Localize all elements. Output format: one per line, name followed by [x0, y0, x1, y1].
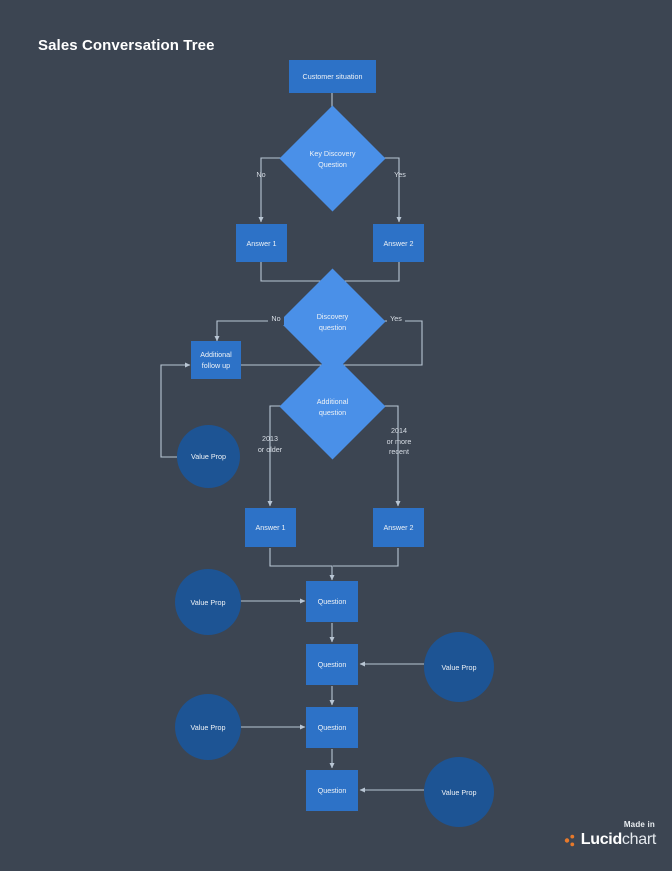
node-label: Question	[317, 723, 347, 732]
node-answer-1-mid[interactable]: Answer 1	[245, 508, 296, 547]
node-question-3[interactable]: Question	[306, 707, 358, 748]
watermark-made-in: Made in	[623, 820, 655, 829]
watermark-brand-light: chart	[621, 831, 656, 848]
node-additional-question[interactable]: Additional question	[279, 353, 386, 460]
lucidchart-logo-icon	[564, 834, 574, 846]
node-label: Question	[317, 786, 347, 795]
watermark-brand-bold: Lucid	[580, 831, 622, 848]
node-value-prop-3[interactable]: Value Prop	[175, 694, 241, 760]
node-label: Question	[317, 660, 347, 669]
edge-label-2013-or-older: 2013 or older	[257, 434, 283, 454]
node-value-prop-4[interactable]: Value Prop	[424, 757, 494, 827]
node-label: Value Prop	[190, 722, 226, 732]
node-discovery-question[interactable]: Discovery question	[279, 268, 386, 375]
watermark-brand-text: Lucidchart	[580, 831, 657, 849]
node-answer-2-top[interactable]: Answer 2	[373, 224, 424, 262]
node-question-2[interactable]: Question	[306, 644, 358, 685]
node-label: Value Prop	[190, 597, 226, 607]
node-question-1[interactable]: Question	[306, 581, 358, 622]
node-label: Value Prop	[441, 662, 477, 672]
node-label: Question	[317, 597, 347, 606]
node-customer-situation[interactable]: Customer situation	[289, 60, 376, 93]
node-label: Value Prop	[190, 452, 227, 461]
edge-label-2014-or-more-recent: 2014 or more recent	[386, 426, 412, 456]
edge-label-discovery-no: No	[268, 314, 284, 325]
node-label: Value Prop	[441, 787, 477, 797]
edge-label-discovery-yes: Yes	[387, 314, 405, 325]
node-value-prop-1[interactable]: Value Prop	[175, 569, 241, 635]
edge-label-key-yes: Yes	[394, 170, 406, 179]
lucidchart-watermark: Made in Lucidchart	[564, 820, 656, 849]
node-answer-1-top[interactable]: Answer 1	[236, 224, 287, 262]
watermark-brand: Lucidchart	[564, 831, 656, 849]
node-value-prop-followup[interactable]: Value Prop	[177, 425, 240, 488]
node-label: Discovery question	[316, 311, 349, 332]
node-label: Answer 2	[383, 238, 414, 248]
node-key-discovery-question[interactable]: Key Discovery Question	[279, 105, 386, 212]
node-question-4[interactable]: Question	[306, 770, 358, 811]
node-label: Key Discovery Question	[309, 148, 356, 169]
node-additional-follow-up[interactable]: Additional follow up	[191, 341, 241, 379]
node-label: Answer 2	[383, 523, 414, 532]
node-label: Answer 1	[255, 523, 286, 532]
edge-label-key-no: No	[256, 170, 266, 179]
node-label: Additional question	[316, 396, 349, 417]
node-value-prop-2[interactable]: Value Prop	[424, 632, 494, 702]
node-answer-2-mid[interactable]: Answer 2	[373, 508, 424, 547]
node-label: Customer situation	[302, 72, 363, 81]
node-label: Answer 1	[246, 238, 277, 248]
page-title: Sales Conversation Tree	[38, 37, 215, 54]
